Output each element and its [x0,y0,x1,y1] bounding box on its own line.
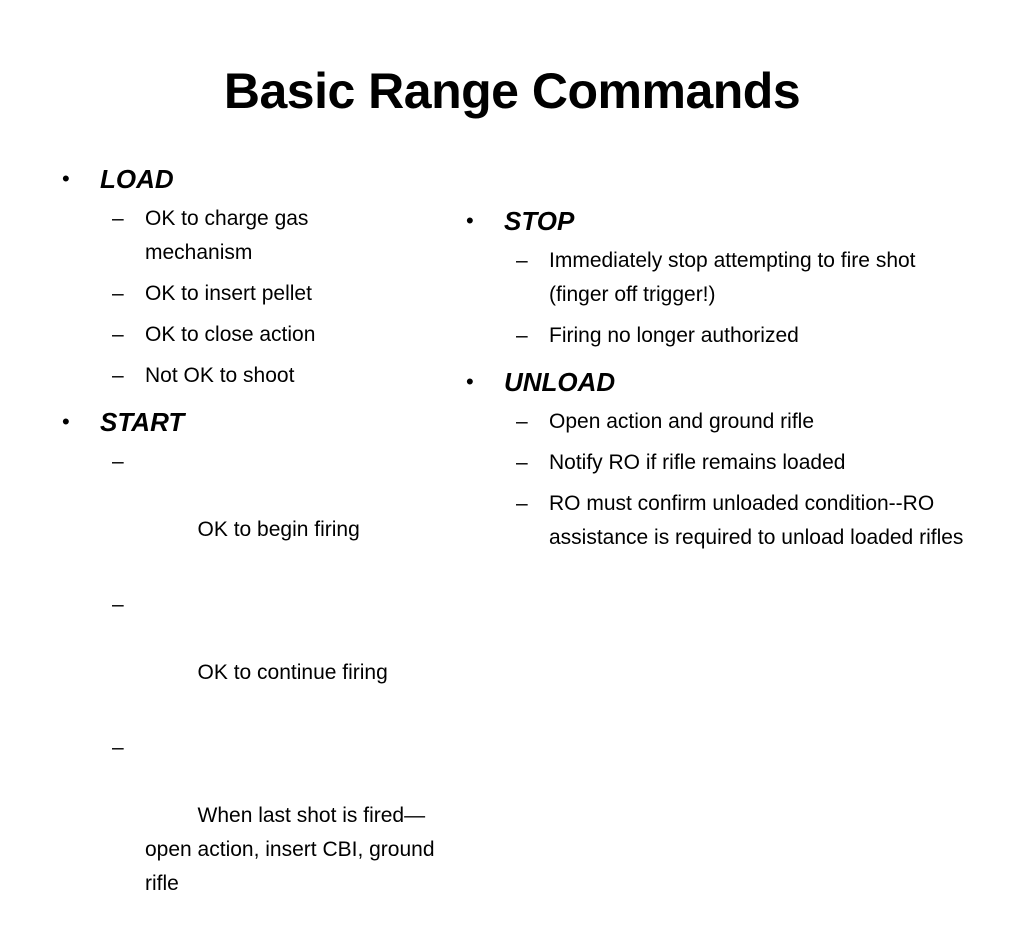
command-stop: • STOP [462,204,902,238]
list-item: – OK to begin firing [58,445,498,581]
command-start: • START [58,405,498,439]
command-label: UNLOAD [504,367,616,397]
list-item-text: OK to charge gas mechanism [145,207,309,264]
list-item: – Firing no longer authorized [462,319,902,353]
command-stop-details: – Immediately stop attempting to fire sh… [462,244,916,353]
command-unload: • UNLOAD [462,365,902,399]
list-item-text: Firing no longer authorized [549,324,799,347]
dash-icon: – [112,364,124,387]
list-item-text: Immediately stop attempting to fire shot… [549,249,916,306]
list-item-text: When last shot is fired—open action, ins… [145,804,441,895]
bullet-icon: • [62,166,70,191]
dash-icon: – [516,249,528,272]
list-item: – Notify RO if rifle remains loaded [462,446,902,480]
list-item-text: OK to insert pellet [145,282,312,305]
command-start-details: – OK to begin firing – OK to continue fi… [58,445,498,935]
list-item: – When last shot is fired—open action, i… [58,731,445,935]
list-item: – OK to continue firing [58,588,498,724]
dash-icon: – [112,593,124,616]
dash-icon: – [112,736,124,759]
list-item: – Open action and ground rifle [462,405,902,439]
list-item-text: OK to continue firing [191,661,388,684]
dash-icon: – [112,450,124,473]
list-item-text: Open action and ground rifle [549,410,815,433]
command-load-details: – OK to charge gas mechanism – OK to ins… [58,202,498,393]
list-item-text: Not OK to shoot [145,364,295,387]
list-item-text: OK to close action [145,323,316,346]
slide-title: Basic Range Commands [223,63,801,119]
command-label: LOAD [100,164,174,194]
command-label: STOP [504,206,575,236]
dash-icon: – [516,324,528,347]
list-item: – OK to charge gas mechanism [58,202,405,270]
bullet-icon: • [466,369,474,394]
dash-icon: – [516,492,528,515]
bullet-icon: • [62,409,70,434]
list-item: – RO must confirm unloaded condition--RO… [462,487,969,555]
dash-icon: – [112,323,124,346]
list-item: – OK to insert pellet [58,277,498,311]
command-label: START [100,407,185,437]
left-column: • LOAD – OK to charge gas mechanism – OK… [58,162,498,947]
list-item: – OK to close action [58,318,498,352]
dash-icon: – [112,207,124,230]
dash-icon: – [516,410,528,433]
dash-icon: – [112,282,124,305]
list-item-text: Notify RO if rifle remains loaded [549,451,846,474]
list-item: – Immediately stop attempting to fire sh… [462,244,969,312]
list-item: – Not OK to shoot [58,359,498,393]
list-item-text: RO must confirm unloaded condition--RO a… [549,492,964,549]
command-load: • LOAD [58,162,498,196]
slide: Basic Range Commands • LOAD – OK to char… [62,63,964,895]
list-item-text: OK to begin firing [191,518,360,541]
command-unload-details: – Open action and ground rifle – Notify … [462,405,963,555]
dash-icon: – [516,451,528,474]
bullet-icon: • [466,208,474,233]
right-column: • STOP – Immediately stop attempting to … [462,204,963,567]
